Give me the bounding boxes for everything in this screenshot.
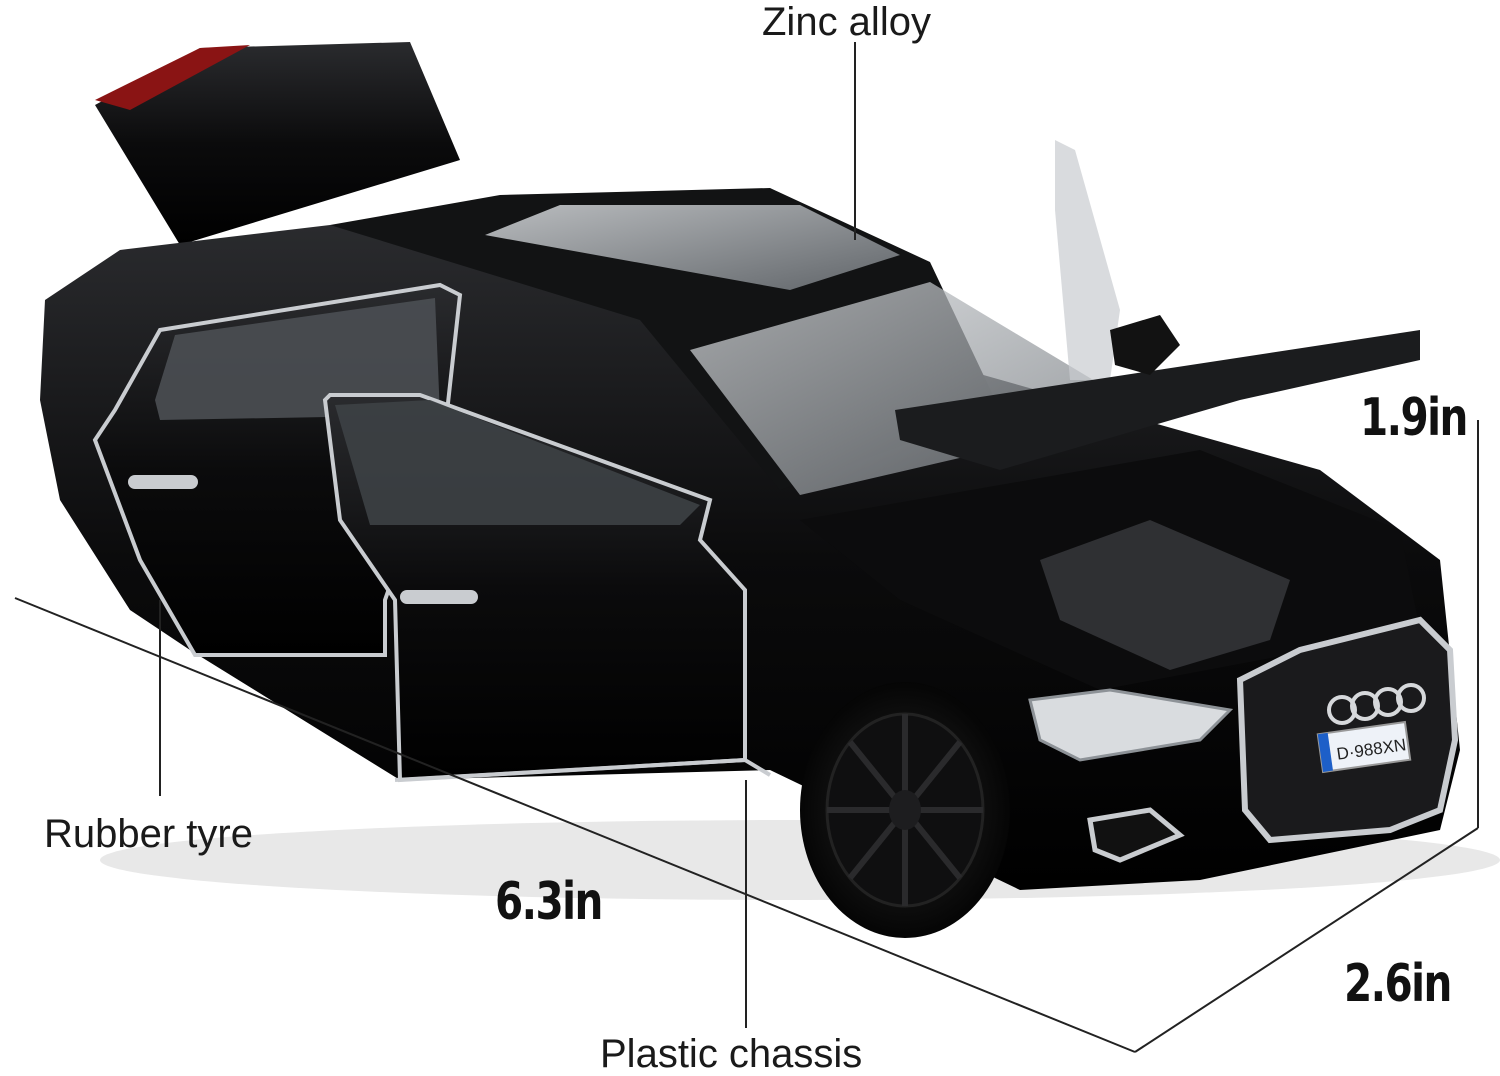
engine-cover (1040, 520, 1290, 670)
front-wheel (800, 682, 1010, 938)
trunk-lid (95, 42, 460, 245)
label-rubber-tyre: Rubber tyre (44, 812, 253, 856)
tail-light (95, 45, 250, 110)
headlight (1028, 688, 1234, 762)
sunroof (485, 205, 900, 290)
length-line (14, 597, 1136, 1053)
side-mirror (1110, 315, 1180, 375)
dimension-height: 1.9in (1360, 388, 1468, 448)
front-door-handle (400, 590, 478, 604)
far-door-open (1055, 140, 1120, 380)
hood-open (895, 330, 1420, 470)
dimension-lines (14, 42, 1479, 1053)
label-plastic-chassis: Plastic chassis (600, 1032, 863, 1076)
chrome-sill (394, 757, 772, 782)
dimension-width: 2.6in (1344, 954, 1452, 1014)
dimension-length: 6.3in (495, 872, 603, 932)
fog-light (1087, 807, 1185, 863)
toy-car: D·988XN (40, 42, 1460, 938)
rear-door-window (155, 298, 440, 420)
label-zinc-alloy: Zinc alloy (762, 0, 931, 44)
front-door-window (335, 400, 700, 525)
license-plate-band (1317, 732, 1333, 772)
width-line (1134, 827, 1479, 1053)
brand-rings-icon (1327, 683, 1426, 725)
rear-door-handle (128, 475, 198, 489)
